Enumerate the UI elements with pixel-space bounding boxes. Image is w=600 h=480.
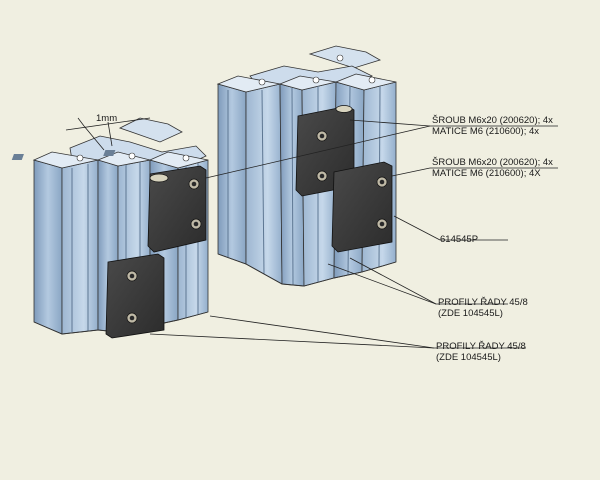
left-profile-cap-3 — [148, 151, 209, 169]
left-profile-core-1 — [76, 154, 84, 162]
left-profile-core-3 — [182, 154, 190, 162]
dimension-1mm — [65, 117, 151, 151]
right-profile-core-2 — [312, 76, 320, 84]
callout-screw-2-line2: MATICE M6 (210600); 4X — [432, 168, 541, 179]
left-profile-slot-2 — [103, 150, 116, 156]
right-hinge — [295, 105, 393, 253]
dimension-label: 1mm — [96, 113, 118, 124]
right-profile-top-back — [308, 45, 382, 69]
callout-screw-1-line1: ŠROUB M6x20 (200620); 4x — [432, 115, 553, 126]
callout-screw-2: ŠROUB M6x20 (200620); 4x MATICE M6 (2106… — [432, 157, 553, 179]
right-profile-core-4 — [336, 54, 344, 62]
callout-hinge-part-label: 614545P — [440, 234, 479, 245]
callout-screw-1: ŠROUB M6x20 (200620); 4x MATICE M6 (2106… — [432, 115, 553, 137]
callout-hinge-part: 614545P — [440, 234, 478, 245]
callout-screw-1-line2: MATICE M6 (210600); 4x — [432, 126, 540, 137]
left-profile-front-1 — [33, 159, 63, 335]
right-profile-core-3 — [368, 76, 376, 84]
callout-profile-2-line2: (ZDE 104545L) — [436, 352, 501, 363]
right-profile-core-1 — [258, 78, 266, 86]
left-hinge-top-pin — [149, 173, 169, 183]
right-profile-cap-3 — [334, 73, 397, 91]
callout-screw-2-line1: ŠROUB M6x20 (200620); 4x — [432, 157, 553, 168]
right-hinge-lower-leaf — [331, 161, 393, 253]
callout-profile-1: PROFILY ŘADY 45/8 (ZDE 104545L) — [438, 297, 528, 319]
leader-lines — [149, 119, 558, 349]
left-hinge — [105, 165, 207, 339]
callout-profile-1-line1: PROFILY ŘADY 45/8 — [438, 297, 528, 308]
left-profile-slot-1 — [11, 154, 24, 160]
left-profile-core-2 — [128, 152, 136, 160]
callout-profile-1-line2: (ZDE 104545L) — [438, 308, 503, 319]
callout-profile-2: PROFILY ŘADY 45/8 (ZDE 104545L) — [436, 341, 526, 363]
right-hinge-top-pin — [335, 105, 353, 113]
left-hinge-lower-leaf — [105, 253, 165, 339]
callout-profile-2-line1: PROFILY ŘADY 45/8 — [436, 341, 526, 352]
left-profile-front-2 — [61, 159, 99, 335]
left-profile-top-back — [118, 117, 183, 143]
